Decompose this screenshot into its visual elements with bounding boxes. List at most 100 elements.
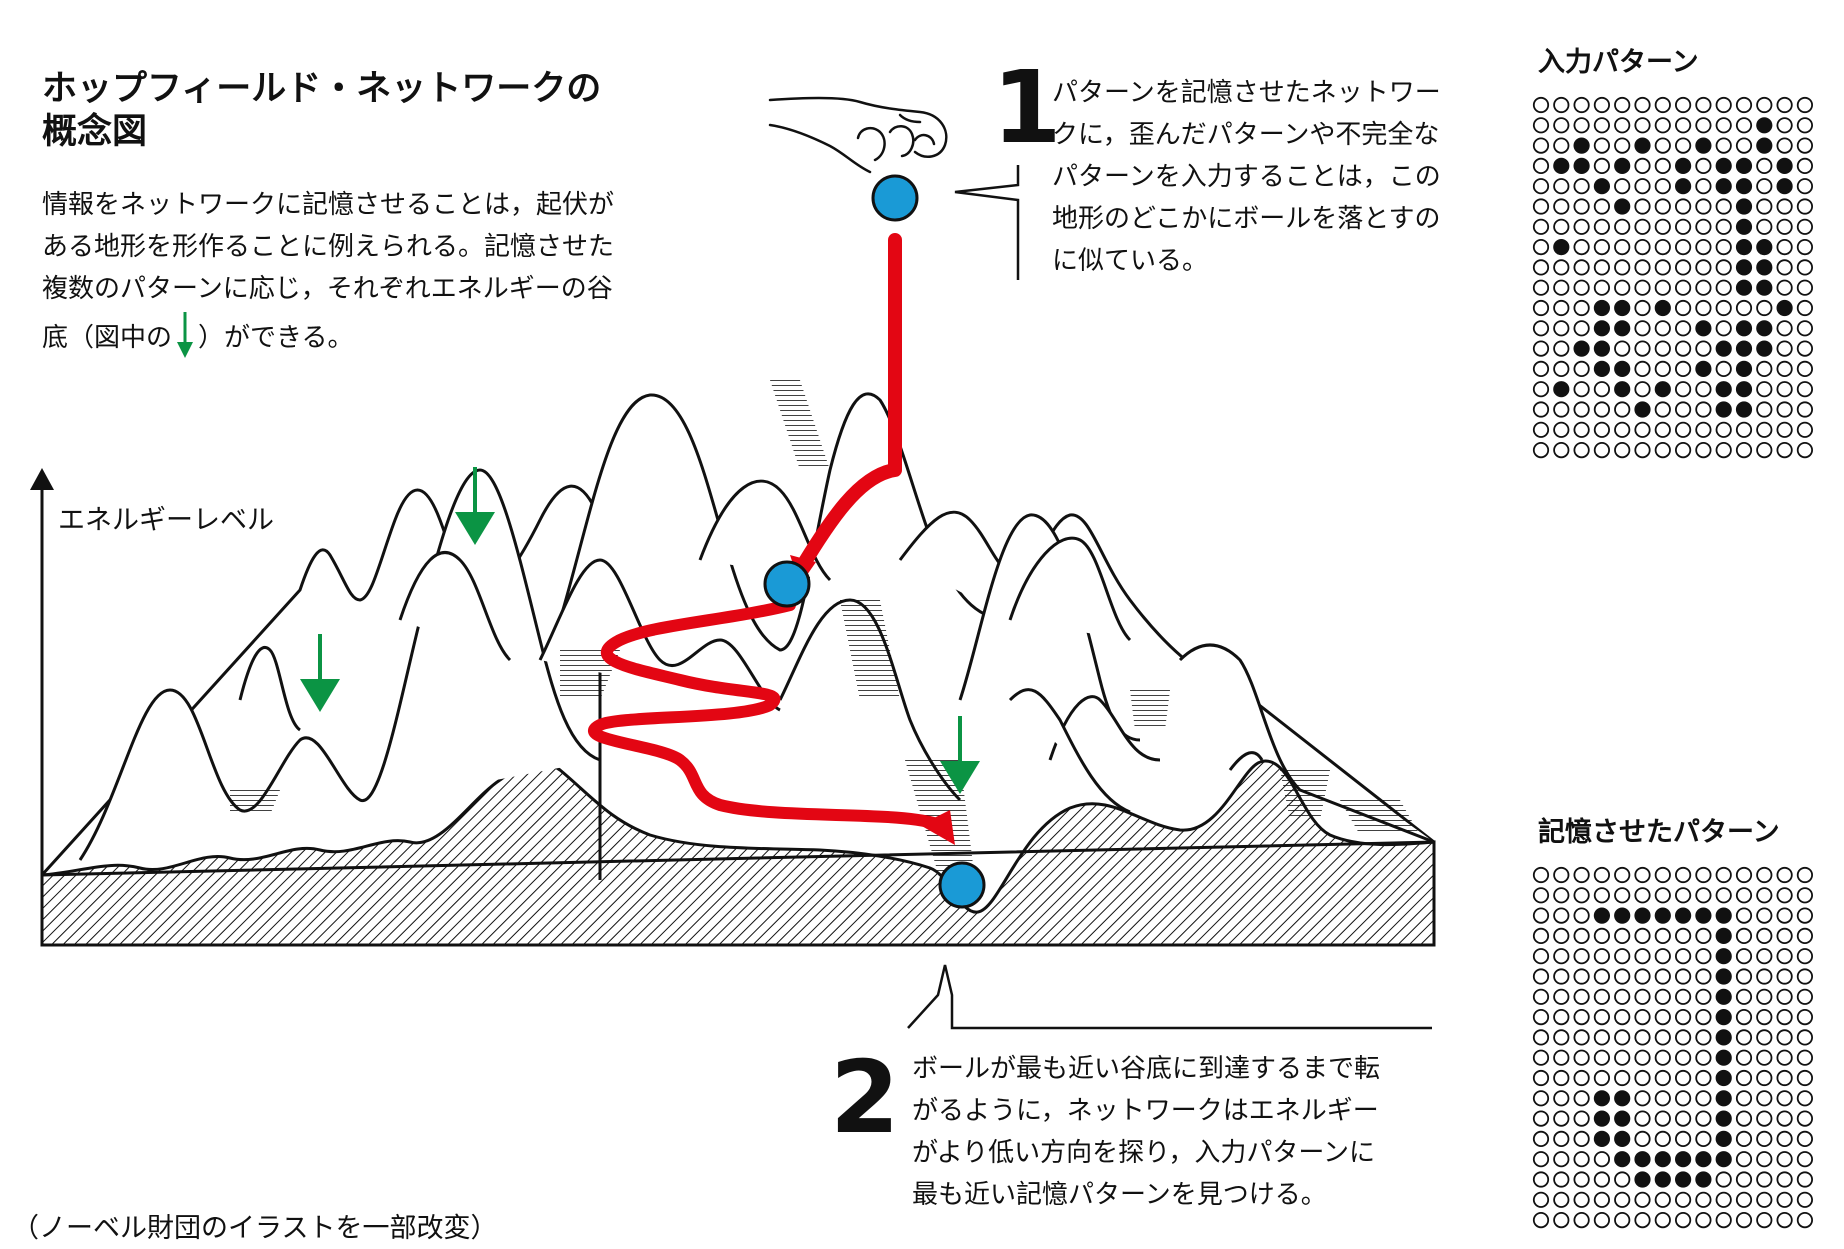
empty-cell (1776, 1110, 1793, 1127)
empty-cell (1654, 157, 1671, 175)
empty-cell (1634, 948, 1651, 965)
empty-cell (1796, 259, 1813, 276)
empty-cell (1614, 1009, 1631, 1026)
empty-cell (1735, 96, 1753, 114)
filled-cell (1715, 907, 1732, 924)
filled-cell (1715, 340, 1732, 357)
filled-cell (1695, 320, 1712, 337)
empty-cell (1654, 1191, 1671, 1208)
empty-cell (1695, 1069, 1712, 1087)
empty-cell (1573, 1171, 1590, 1188)
filled-cell (1756, 117, 1773, 134)
empty-cell (1756, 1009, 1773, 1026)
empty-cell (1695, 988, 1712, 1005)
empty-cell (1695, 279, 1712, 296)
step-2-line: がるように，ネットワークはエネルギー (912, 1096, 1379, 1126)
intro-line-4-start: 底（図中の (42, 323, 173, 353)
filled-cell (1634, 137, 1651, 154)
empty-cell (1796, 320, 1813, 337)
empty-cell (1593, 198, 1611, 215)
empty-cell (1776, 907, 1793, 924)
empty-cell (1593, 441, 1611, 459)
empty-cell (1695, 1009, 1712, 1026)
empty-cell (1654, 401, 1671, 418)
filled-cell (1735, 178, 1753, 195)
empty-cell (1553, 96, 1570, 114)
empty-cell (1553, 340, 1570, 357)
empty-cell (1675, 441, 1692, 459)
empty-cell (1553, 1151, 1570, 1168)
step-1-line: 地形のどこかにボールを落とすの (1052, 204, 1441, 234)
filled-cell (1593, 1090, 1611, 1107)
empty-cell (1796, 1069, 1813, 1087)
energy-axis (30, 468, 54, 945)
empty-cell (1756, 218, 1773, 235)
empty-cell (1654, 239, 1671, 256)
empty-cell (1776, 968, 1793, 985)
empty-cell (1776, 1171, 1793, 1188)
title-line-2: 概念図 (42, 112, 148, 152)
empty-cell (1735, 441, 1753, 459)
filled-cell (1614, 907, 1631, 924)
empty-cell (1593, 239, 1611, 256)
step-2-line: ボールが最も近い谷底に到達するまで転 (912, 1054, 1381, 1084)
empty-cell (1675, 1110, 1692, 1127)
empty-cell (1776, 887, 1793, 904)
empty-cell (1553, 198, 1570, 215)
empty-cell (1634, 360, 1651, 377)
empty-cell (1532, 259, 1550, 276)
empty-cell (1532, 887, 1550, 904)
empty-cell (1614, 927, 1631, 945)
step-1-line: パターンを入力することは，この (1052, 162, 1441, 192)
empty-cell (1715, 887, 1732, 904)
empty-cell (1675, 239, 1692, 256)
empty-cell (1614, 866, 1631, 884)
empty-cell (1756, 887, 1773, 904)
empty-cell (1675, 401, 1692, 418)
empty-cell (1532, 340, 1550, 357)
empty-cell (1532, 968, 1550, 985)
filled-cell (1715, 988, 1732, 1005)
empty-cell (1796, 887, 1813, 904)
empty-cell (1593, 866, 1611, 884)
empty-cell (1715, 299, 1732, 317)
empty-cell (1796, 421, 1813, 438)
empty-cell (1573, 320, 1590, 337)
empty-cell (1675, 320, 1692, 337)
empty-cell (1756, 1069, 1773, 1087)
empty-cell (1634, 178, 1651, 195)
empty-cell (1553, 401, 1570, 418)
empty-cell (1654, 948, 1671, 965)
empty-cell (1756, 927, 1773, 945)
filled-cell (1553, 239, 1570, 256)
filled-cell (1715, 968, 1732, 985)
empty-cell (1796, 907, 1813, 924)
empty-cell (1796, 1151, 1813, 1168)
empty-cell (1796, 927, 1813, 945)
filled-cell (1735, 157, 1753, 175)
empty-cell (1776, 198, 1793, 215)
empty-cell (1573, 198, 1590, 215)
step-2-line: 最も近い記憶パターンを見つける。 (912, 1180, 1327, 1210)
empty-cell (1776, 948, 1793, 965)
empty-cell (1532, 299, 1550, 317)
empty-cell (1695, 117, 1712, 134)
empty-cell (1553, 1171, 1570, 1188)
empty-cell (1776, 320, 1793, 337)
filled-cell (1715, 1090, 1732, 1107)
empty-cell (1593, 259, 1611, 276)
step-2-number: 2 (830, 1039, 900, 1156)
filled-cell (1614, 1130, 1631, 1147)
empty-cell (1553, 988, 1570, 1005)
empty-cell (1756, 1211, 1773, 1229)
empty-cell (1634, 218, 1651, 235)
filled-cell (1593, 340, 1611, 357)
empty-cell (1715, 218, 1732, 235)
empty-cell (1654, 259, 1671, 276)
empty-cell (1695, 381, 1712, 398)
empty-cell (1735, 1090, 1753, 1107)
empty-cell (1553, 927, 1570, 945)
filled-cell (1715, 1069, 1732, 1087)
empty-cell (1553, 907, 1570, 924)
